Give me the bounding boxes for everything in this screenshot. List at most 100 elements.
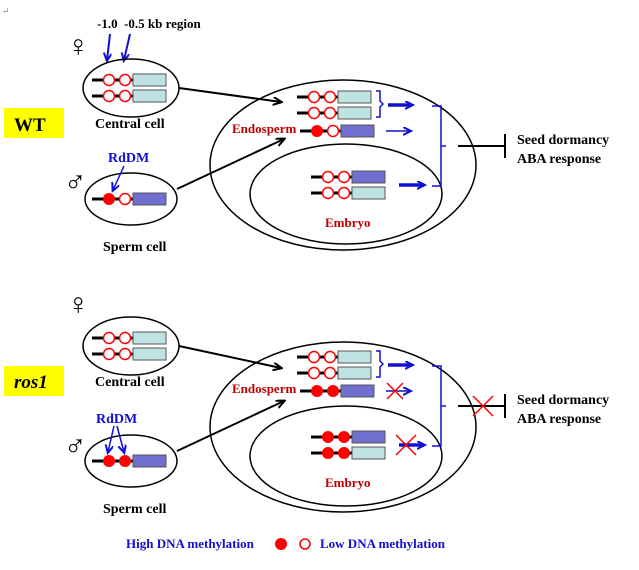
low-methylation-icon bbox=[118, 73, 132, 87]
sperm-cell-label: Sperm cell bbox=[103, 502, 166, 517]
rddm-label: RdDM bbox=[96, 412, 137, 427]
paternal-blocked-x-icon bbox=[386, 382, 404, 400]
embryo-ellipse bbox=[249, 143, 443, 245]
low-methylation-icon bbox=[307, 350, 321, 364]
gene-box bbox=[132, 89, 167, 103]
low-methylation-icon bbox=[118, 89, 132, 103]
embryo-gene bbox=[311, 430, 386, 444]
endosperm-maternal-gene bbox=[297, 90, 372, 104]
gene-box bbox=[337, 350, 372, 364]
low-methylation-icon bbox=[307, 90, 321, 104]
female-symbol-icon: ♀ bbox=[67, 30, 90, 63]
low-methylation-icon bbox=[118, 331, 132, 345]
low-methylation-icon bbox=[102, 347, 116, 361]
sperm-cell-gene bbox=[92, 192, 167, 206]
combined-brace bbox=[432, 105, 446, 187]
gene-box bbox=[132, 73, 167, 87]
male-symbol-icon: ♂ bbox=[64, 430, 87, 463]
central-cell-ellipse bbox=[82, 58, 180, 118]
region-arrows bbox=[107, 33, 131, 60]
inhibition-blocked-x-icon bbox=[472, 395, 494, 417]
endosperm-label: Endosperm bbox=[232, 381, 296, 396]
embryo-ellipse bbox=[249, 405, 443, 507]
endosperm-maternal-gene bbox=[297, 350, 372, 364]
gene-box bbox=[132, 192, 167, 206]
low-methylation-icon bbox=[307, 106, 321, 120]
gene-box bbox=[340, 124, 375, 138]
low-methylation-icon bbox=[118, 192, 132, 206]
corner-mark: ↵ bbox=[2, 6, 10, 16]
high-methylation-icon bbox=[322, 447, 334, 459]
high-methylation-icon bbox=[338, 431, 350, 443]
endosperm-paternal-gene bbox=[300, 124, 375, 138]
genotype-label: WT bbox=[14, 115, 46, 136]
low-methylation-icon bbox=[323, 106, 337, 120]
low-methylation-icon bbox=[321, 186, 335, 200]
embryo-gene bbox=[311, 170, 386, 184]
gene-box bbox=[337, 366, 372, 380]
high-methylation-icon bbox=[103, 455, 115, 467]
combined-brace bbox=[432, 365, 446, 447]
endosperm-label: Endosperm bbox=[232, 121, 296, 136]
low-methylation-icon bbox=[337, 170, 351, 184]
embryo-blocked-x-icon bbox=[395, 434, 417, 456]
embryo-gene bbox=[311, 446, 386, 460]
x-stroke bbox=[472, 395, 494, 417]
gene-box bbox=[351, 430, 386, 444]
sperm-cell-ellipse bbox=[84, 434, 178, 488]
sperm-to-endosperm-arrow bbox=[176, 401, 284, 452]
low-methylation-icon bbox=[323, 90, 337, 104]
x-stroke bbox=[386, 382, 404, 400]
gene-box bbox=[351, 186, 386, 200]
rddm-arrow bbox=[108, 425, 115, 452]
gene-box bbox=[132, 454, 167, 468]
central-cell-gene bbox=[92, 347, 167, 361]
embryo-gene bbox=[311, 186, 386, 200]
panel-wt: WT♀Central cell♂Sperm cellRdDMEndospermE… bbox=[4, 30, 609, 255]
sperm-cell-label: Sperm cell bbox=[103, 240, 166, 255]
panel-ros1: ros1♀Central cell♂Sperm cellRdDMEndosper… bbox=[4, 288, 609, 517]
legend: High DNA methylation Low DNA methylation bbox=[126, 536, 446, 551]
endosperm-paternal-gene bbox=[300, 384, 375, 398]
genotype-label: ros1 bbox=[14, 372, 48, 393]
embryo-label: Embryo bbox=[325, 215, 371, 230]
central-cell-gene bbox=[92, 73, 167, 87]
gene-box bbox=[351, 446, 386, 460]
rddm-arrow bbox=[116, 425, 124, 452]
maternal-brace bbox=[376, 90, 385, 118]
high-methylation-icon bbox=[322, 431, 334, 443]
embryo-label: Embryo bbox=[325, 475, 371, 490]
endosperm-maternal-gene bbox=[297, 366, 372, 380]
legend-high-label: High DNA methylation bbox=[126, 536, 255, 551]
legend-low-label: Low DNA methylation bbox=[320, 536, 446, 551]
central-cell-gene bbox=[92, 331, 167, 345]
central-cell-label: Central cell bbox=[95, 375, 165, 390]
high-methylation-icon bbox=[311, 385, 323, 397]
seed-outer-ellipse bbox=[209, 79, 477, 251]
low-methylation-icon bbox=[118, 347, 132, 361]
rddm-label: RdDM bbox=[108, 151, 149, 166]
sperm-to-endosperm-arrow bbox=[176, 139, 284, 190]
seed-outer-ellipse bbox=[209, 341, 477, 513]
high-methylation-icon bbox=[119, 455, 131, 467]
high-methylation-icon bbox=[338, 447, 350, 459]
central-to-endosperm-arrow bbox=[178, 87, 281, 102]
low-methylation-icon bbox=[102, 331, 116, 345]
low-methylation-icon bbox=[321, 170, 335, 184]
endosperm-maternal-gene bbox=[297, 106, 372, 120]
central-cell-label: Central cell bbox=[95, 117, 165, 132]
high-methylation-icon bbox=[311, 125, 323, 137]
rddm-arrow bbox=[113, 165, 125, 190]
low-methylation-icon bbox=[337, 186, 351, 200]
outcome-line2: ABA response bbox=[517, 152, 601, 167]
central-to-endosperm-arrow bbox=[178, 345, 281, 368]
low-methylation-icon bbox=[102, 73, 116, 87]
high-methylation-icon bbox=[327, 385, 339, 397]
outcome-line1: Seed dormancy bbox=[517, 133, 609, 148]
central-cell-gene bbox=[92, 89, 167, 103]
low-methylation-icon bbox=[307, 366, 321, 380]
low-methylation-icon bbox=[323, 350, 337, 364]
arrow-minus-1kb bbox=[107, 33, 110, 60]
low-methylation-icon bbox=[102, 89, 116, 103]
